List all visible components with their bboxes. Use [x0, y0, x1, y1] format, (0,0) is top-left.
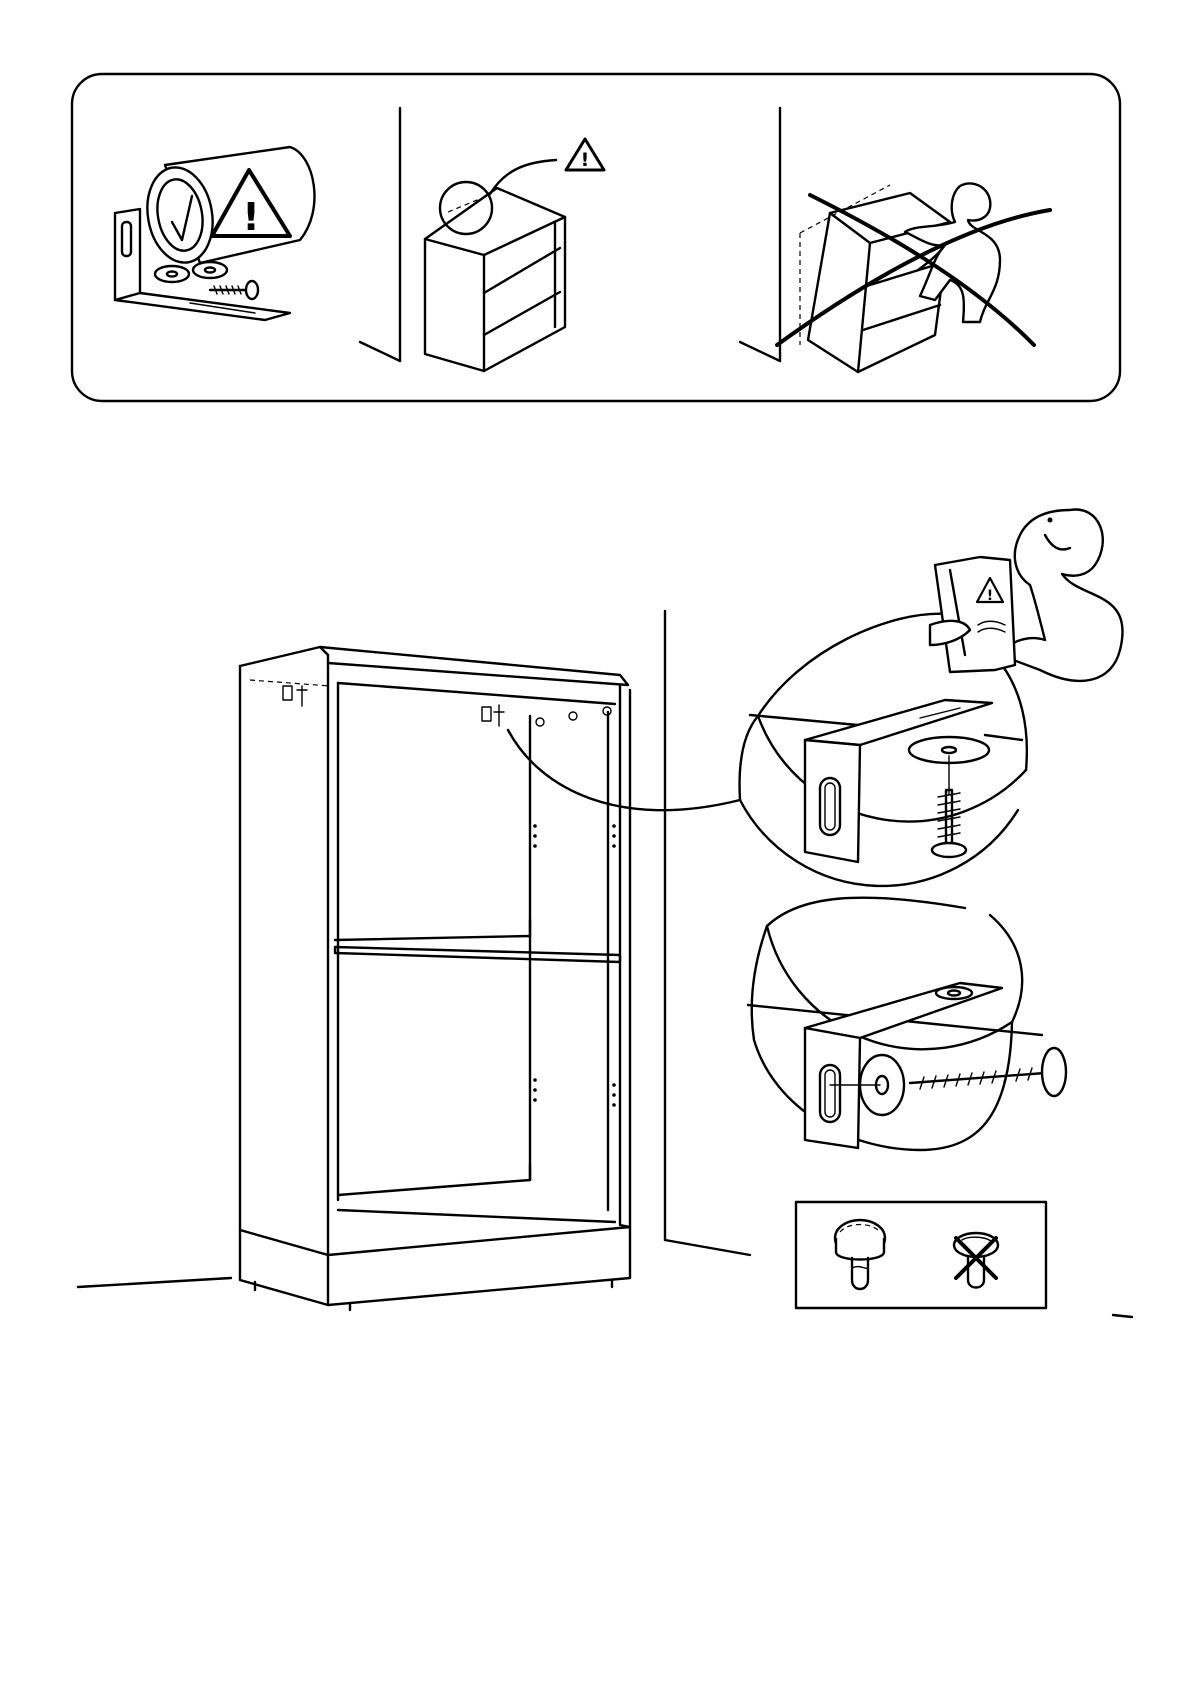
cross-prohibited-icon — [777, 195, 1050, 345]
bookcase-icon — [240, 647, 630, 1310]
room-lines — [78, 611, 1132, 1317]
bracket-mount-icon — [482, 707, 491, 721]
warning-triangle-icon: ! — [566, 139, 604, 171]
screw-icon — [910, 1048, 1066, 1096]
tip-over-prohibited-panel — [777, 183, 1050, 372]
person-reading-manual-icon: ! — [930, 510, 1123, 681]
screw-head-correct-icon — [835, 1220, 885, 1289]
screw-head-panel — [796, 1202, 1046, 1308]
wall-bracket-icon — [805, 983, 1002, 1148]
panel-divider — [360, 108, 400, 361]
manual-booklet-icon — [935, 557, 1015, 672]
warning-mark: ! — [581, 149, 590, 171]
wall-fix-warning-panel: ! — [425, 139, 604, 371]
hardware-warning-panel: ! — [115, 147, 314, 320]
warning-mark: ! — [987, 588, 993, 604]
screw-icon — [932, 790, 966, 857]
wall-bracket-icon — [805, 700, 992, 862]
panel-divider — [740, 108, 780, 361]
detail-circle — [440, 182, 492, 234]
washer-icon — [155, 262, 227, 282]
detail-circle-bracket-wall — [748, 898, 1066, 1150]
screw-head-wrong-icon — [954, 1233, 998, 1288]
callout-line — [508, 730, 740, 810]
screw-icon — [210, 281, 258, 299]
small-bookcase-icon — [425, 188, 565, 371]
warning-mark: ! — [242, 195, 259, 239]
